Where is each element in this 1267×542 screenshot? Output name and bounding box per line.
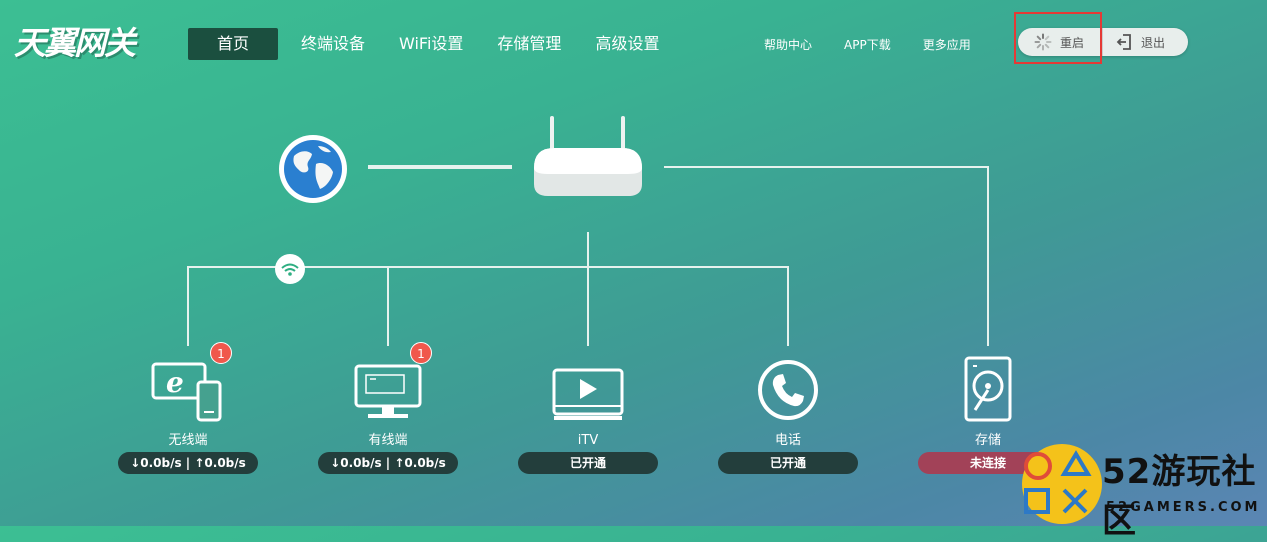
internet-globe-icon xyxy=(278,134,348,204)
itv-label: iTV xyxy=(577,433,599,448)
phone-label: 电话 xyxy=(774,433,801,448)
tv-play-icon xyxy=(518,352,658,422)
svg-text:e: e xyxy=(166,366,184,399)
spinner-icon xyxy=(1034,33,1052,51)
nav-terminal-devices[interactable]: 终端设备 xyxy=(301,34,366,53)
hard-disk-icon xyxy=(918,352,1058,422)
more-apps-link[interactable]: 更多应用 xyxy=(922,38,971,52)
wireless-label: 无线端 xyxy=(168,433,208,448)
brand-logo: 天翼网关 xyxy=(14,24,136,62)
device-itv[interactable]: iTV 已开通 xyxy=(518,352,658,474)
storage-status: 未连接 xyxy=(918,452,1058,474)
help-center-link[interactable]: 帮助中心 xyxy=(764,38,813,52)
storage-label: 存储 xyxy=(974,433,1001,448)
wired-badge: 1 xyxy=(410,342,432,364)
device-wired[interactable]: 有线端 ↓0.0b/s | ↑0.0b/s xyxy=(318,352,458,474)
nav-advanced-settings[interactable]: 高级设置 xyxy=(595,34,660,53)
reboot-button[interactable]: 重启 xyxy=(1018,28,1102,56)
reboot-label: 重启 xyxy=(1060,35,1085,50)
wireless-badge: 1 xyxy=(210,342,232,364)
device-phone[interactable]: 电话 已开通 xyxy=(718,352,858,474)
watermark-cn: 52游玩社区 xyxy=(1102,452,1257,541)
wireless-speed: ↓0.0b/s | ↑0.0b/s xyxy=(118,452,258,474)
wifi-icon xyxy=(275,254,305,284)
nav-home[interactable]: 首页 xyxy=(188,28,278,60)
phone-icon xyxy=(718,352,858,422)
nav-wifi-settings[interactable]: WiFi设置 xyxy=(399,34,464,53)
browser-tablet-icon: e xyxy=(118,352,258,422)
device-storage[interactable]: 存储 未连接 xyxy=(918,352,1058,474)
desktop-monitor-icon xyxy=(318,352,458,422)
action-buttons: 重启 退出 xyxy=(1018,28,1188,56)
itv-status: 已开通 xyxy=(518,452,658,474)
logout-icon xyxy=(1116,34,1131,50)
device-wireless[interactable]: e 无线端 ↓0.0b/s | ↑0.0b/s xyxy=(118,352,258,474)
exit-label: 退出 xyxy=(1141,35,1166,50)
main-nav: 首页 终端设备 WiFi设置 存储管理 高级设置 xyxy=(188,28,682,60)
network-topology-lines xyxy=(187,165,989,346)
phone-status: 已开通 xyxy=(718,452,858,474)
wired-label: 有线端 xyxy=(368,433,408,448)
top-links: 帮助中心 APP下载 更多应用 xyxy=(764,36,1003,53)
watermark: 52游玩社区 52GAMERS.COM xyxy=(1020,442,1267,541)
exit-button[interactable]: 退出 xyxy=(1102,28,1188,56)
nav-storage-management[interactable]: 存储管理 xyxy=(497,34,562,53)
router-icon xyxy=(528,112,646,200)
playstation-symbols-icon xyxy=(1022,444,1102,524)
app-download-link[interactable]: APP下载 xyxy=(844,38,891,52)
wired-speed: ↓0.0b/s | ↑0.0b/s xyxy=(318,452,458,474)
watermark-en: 52GAMERS.COM xyxy=(1106,500,1261,515)
